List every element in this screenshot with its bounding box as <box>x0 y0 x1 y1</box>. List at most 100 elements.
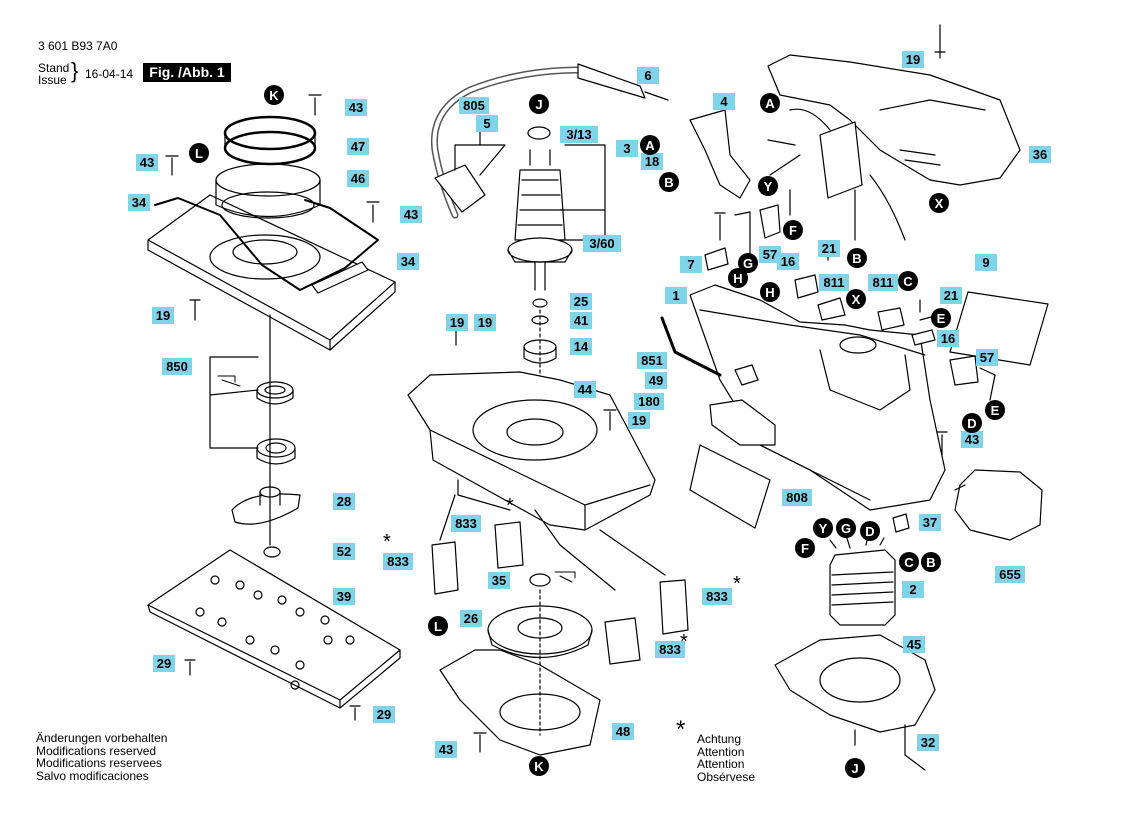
part-label-background <box>570 312 592 329</box>
connection-marker: C <box>898 271 918 291</box>
part-number-text: 833 <box>387 554 409 569</box>
marker-letter: A <box>645 138 655 153</box>
marker-circle <box>929 193 949 213</box>
marker-letter: G <box>841 521 851 536</box>
marker-circle <box>728 268 748 288</box>
marker-letter: G <box>743 256 753 271</box>
part-number-text: 21 <box>822 241 836 256</box>
part-number-text: 19 <box>156 308 170 323</box>
part-number-label: 6 <box>637 67 659 84</box>
part-label-background <box>333 543 355 560</box>
part-number-label: 833 <box>451 515 481 532</box>
part-number-label: 18 <box>641 153 663 170</box>
footer-left-line: Modifications reserved <box>36 743 157 758</box>
part-label-background <box>1029 146 1051 163</box>
connection-marker: B <box>847 248 867 268</box>
part-label-background <box>373 706 395 723</box>
footer-left-line: Modifications reservees <box>36 756 163 770</box>
marker-circle <box>813 518 833 538</box>
part-number-text: 45 <box>907 637 921 652</box>
part-label-background <box>645 372 667 389</box>
part-number-text: 16 <box>781 254 795 269</box>
connection-marker: J <box>529 94 549 114</box>
part-number-text: 39 <box>337 589 351 604</box>
part-label-background <box>400 206 422 223</box>
part-label-background <box>680 256 702 273</box>
part-label-background <box>383 553 413 570</box>
part-number-label: 44 <box>574 381 596 398</box>
marker-letter: D <box>865 524 874 539</box>
marker-circle <box>921 552 941 572</box>
part-label-background <box>975 254 997 271</box>
connection-marker: Y <box>813 518 833 538</box>
part-number-label: 46 <box>347 170 369 187</box>
part-number-text: 811 <box>873 275 894 290</box>
part-number-label: 19 <box>474 314 496 331</box>
issue-label: Issue <box>38 73 67 87</box>
asterisk-mark: * <box>383 531 391 553</box>
part-number-label: 32 <box>917 734 939 751</box>
part-number-text: 811 <box>824 275 845 290</box>
marker-letter: Y <box>819 521 828 536</box>
part-number-text: 19 <box>632 413 646 428</box>
asterisk-mark: * <box>733 573 741 595</box>
document-number: 3 601 B93 7A0 <box>38 39 118 53</box>
part-label-background <box>136 154 158 171</box>
part-number-text: 43 <box>349 100 363 115</box>
connection-marker: E <box>931 308 951 328</box>
part-label-background <box>570 338 592 355</box>
connection-marker: K <box>264 85 284 105</box>
part-label-background <box>347 170 369 187</box>
part-number-label: 43 <box>400 206 422 223</box>
part-number-label: 43 <box>961 431 983 448</box>
marker-circle <box>847 248 867 268</box>
part-label-background <box>702 588 732 605</box>
part-number-text: 18 <box>645 154 659 169</box>
part-label-background <box>560 126 598 143</box>
part-label-background <box>940 287 962 304</box>
part-label-background <box>583 235 621 252</box>
part-number-label: 19 <box>152 307 174 324</box>
part-number-label: 57 <box>976 349 998 366</box>
part-number-text: 35 <box>492 573 506 588</box>
part-label-background <box>152 307 174 324</box>
connection-marker: G <box>738 253 758 273</box>
part-label-background <box>937 330 959 347</box>
part-number-text: 44 <box>578 382 593 397</box>
armature-drawing <box>430 63 669 466</box>
part-number-text: 7 <box>687 257 694 272</box>
part-number-label: 35 <box>488 572 510 589</box>
part-label-background <box>460 610 482 627</box>
part-label-background <box>641 153 663 170</box>
connection-marker: B <box>659 172 679 192</box>
part-label-background <box>777 253 799 270</box>
part-number-label: 2 <box>902 581 924 598</box>
part-label-background <box>345 99 367 116</box>
marker-circle <box>428 616 448 636</box>
asterisk-footnote-mark: * <box>676 716 686 743</box>
part-number-text: 833 <box>455 516 477 531</box>
housing-drawing <box>217 317 689 756</box>
connection-marker: F <box>783 220 803 240</box>
part-number-text: 9 <box>982 255 989 270</box>
marker-circle <box>962 413 982 433</box>
asterisk-mark: * <box>680 631 688 653</box>
part-number-text: 833 <box>659 642 681 657</box>
part-number-text: 5 <box>483 116 490 131</box>
connection-marker: L <box>189 143 209 163</box>
part-number-label: 811 <box>819 274 849 291</box>
connection-marker: D <box>962 413 982 433</box>
part-label-background <box>917 734 939 751</box>
marker-circle <box>758 176 778 196</box>
part-number-label: 833 <box>383 553 413 570</box>
part-number-text: 19 <box>450 315 464 330</box>
marker-circle <box>836 518 856 538</box>
part-number-text: 19 <box>906 52 920 67</box>
part-label-background <box>759 246 781 263</box>
part-number-label: 21 <box>818 240 840 257</box>
part-number-label: 3 <box>616 140 638 157</box>
part-number-text: 52 <box>337 544 351 559</box>
part-number-label: 833 <box>702 588 732 605</box>
part-label-background <box>574 381 596 398</box>
